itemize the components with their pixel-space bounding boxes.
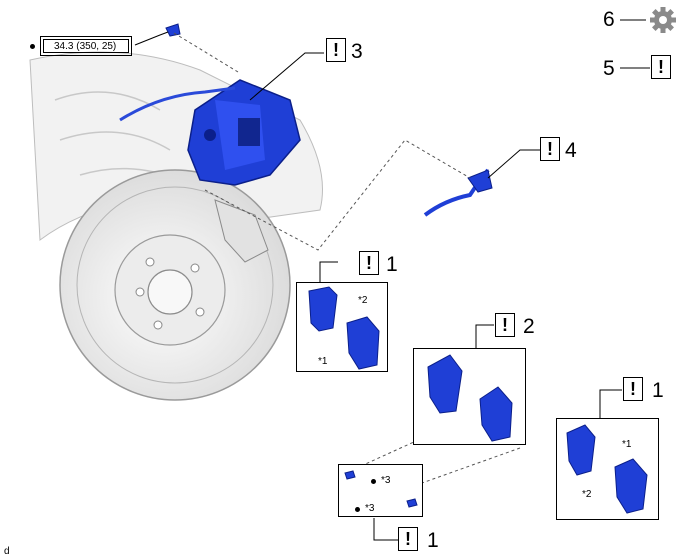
callout-pads-top-left-number: 1 [386,253,398,276]
callout-hose-number: 4 [565,139,577,162]
clip-bullet-b [355,507,360,512]
flexible-hose [423,168,490,217]
callout-pads-middle-number: 2 [523,315,535,338]
callout-caliper-number: 3 [351,40,363,63]
bleeder-bolt [165,23,181,37]
pads-panel-middle [413,348,526,445]
torque-spec-box: 34.3 (350, 25) [40,36,132,56]
callout-pads-top-left-icon: ! [359,251,379,275]
callout-pads-middle-icon: ! [495,313,515,337]
callout-hose-icon: ! [540,137,560,161]
callout-pads-right-icon: ! [623,377,643,401]
callout-pads-right-number: 1 [652,379,664,402]
gear-icon [650,7,676,33]
label-right-a: *1 [622,439,632,450]
legend-exclamation-icon: ! [651,55,671,79]
pads-artwork [427,354,513,442]
corner-code: d [4,546,10,557]
brake-line [119,86,236,122]
clips-artwork [344,470,418,508]
clip-bullet-a [371,479,376,484]
label-top-left-a: *2 [358,295,368,306]
label-right-b: *2 [582,489,592,500]
legend-gear-number: 6 [603,8,615,31]
pads-panel-top-left [296,282,388,372]
callout-clips-bottom-icon: ! [398,527,418,551]
label-top-left-b: *1 [318,356,328,367]
torque-bullet [30,44,35,49]
caliper-body [187,79,301,186]
callout-caliper-icon: ! [326,38,346,62]
pads-panel-right [556,418,659,520]
callout-clips-bottom-number: 1 [427,529,439,552]
torque-value: 34.3 (350, 25) [43,39,129,53]
pads-artwork [566,424,648,514]
label-clip-a: *3 [381,475,391,486]
clips-panel-bottom [338,464,423,517]
pads-artwork [308,286,380,370]
legend-excl-number: 5 [603,57,615,80]
label-clip-b: *3 [365,503,375,514]
